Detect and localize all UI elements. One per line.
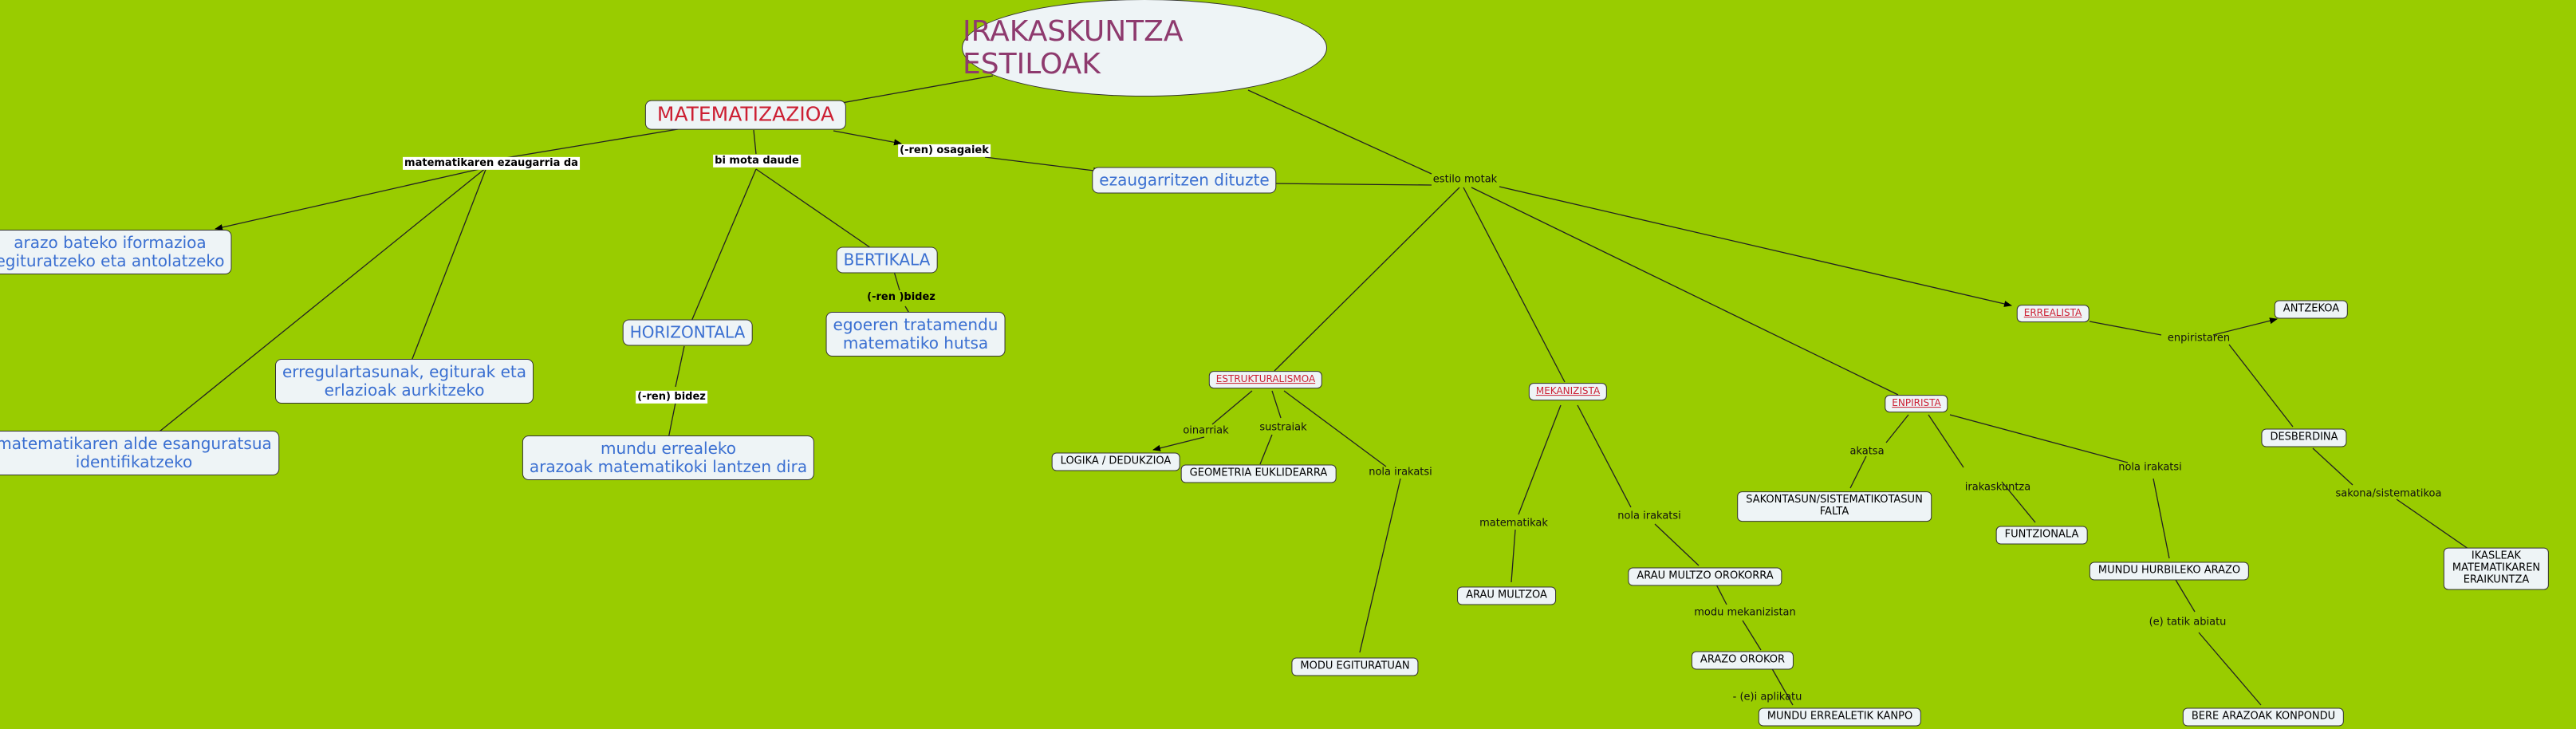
link-label-modu-mekanizistan: modu mekanizistan [1694,606,1796,619]
node-erregulartasunak[interactable]: erregulartasunak, egiturak eta erlazioak… [275,359,534,404]
node-estrukturalismoa[interactable]: ESTRUKTURALISMOA [1208,371,1323,388]
link-label-enpiristaren: enpiristaren [2167,332,2231,345]
node-mundu-hurbileko-arazo[interactable]: MUNDU HURBILEKO ARAZO [2089,562,2250,581]
node-bertikala[interactable]: BERTIKALA [836,246,938,274]
link-label-e-tatik-abiatu: (e) tatik abiatu [2149,616,2227,629]
node-mundu-errealeko[interactable]: mundu errealeko arazoak matematikoki lan… [522,435,815,480]
node-egoeren-tratamendu[interactable]: egoeren tratamendu matematiko hutsa [825,312,1006,357]
link-label-oinarriak: oinarriak [1183,424,1229,437]
node-mundu-errealetik-kanpo[interactable]: MUNDU ERREALETIK KANPO [1758,707,1922,727]
node-errealista[interactable]: ERREALISTA [2016,305,2090,322]
link-label-matematikak: matematikak [1479,517,1548,530]
link-label-nola-irakatsi-estrukturalismoa: nola irakatsi [1369,466,1432,479]
node-geometria-euklidearra[interactable]: GEOMETRIA EUKLIDEARRA [1180,464,1337,483]
node-arau-multzo-orokorra[interactable]: ARAU MULTZO OROKORRA [1628,567,1782,586]
node-ikasleak-matematikaren-eraikuntza[interactable]: IKASLEAK MATEMATIKAREN ERAIKUNTZA [2443,547,2550,590]
node-mekanizista[interactable]: MEKANIZISTA [1528,383,1608,400]
link-label-akatsa: akatsa [1849,445,1885,458]
node-matematikaren-alde[interactable]: matematikaren alde esanguratsua identifi… [0,431,279,475]
link-label-ren-bidez-bertikala: (-ren )bidez [867,290,935,303]
link-label-e-aplikatu: - (e)i aplikatu [1732,691,1802,703]
node-desberdina[interactable]: DESBERDINA [2261,428,2347,447]
node-bere-arazoak-konpondu[interactable]: BERE ARAZOAK KONPONDU [2182,707,2345,727]
link-label-ren-bidez-horizontala: (-ren) bidez [636,390,707,404]
node-arazo-orokor[interactable]: ARAZO OROKOR [1691,651,1794,670]
link-label-sustraiak: sustraiak [1259,421,1307,434]
link-label-matematikaren-ezaugarria: matematikaren ezaugarria da [403,156,580,171]
link-label-irakaskuntza: irakaskuntza [1964,481,2031,494]
node-sakontasun-falta[interactable]: SAKONTASUN/SISTEMATIKOTASUN FALTA [1737,491,1932,522]
link-label-bi-mota-daude: bi mota daude [713,154,801,168]
link-label-estilo-motak: estilo motak [1432,173,1498,186]
node-logika-dedukzioa[interactable]: LOGIKA / DEDUKZIOA [1051,452,1180,471]
node-matematizazioa[interactable]: MATEMATIZAZIOA [644,100,847,130]
link-label-sakona-sistematikoa: sakona/sistematikoa [2335,487,2442,500]
node-modu-egituratuan[interactable]: MODU EGITURATUAN [1291,657,1419,676]
node-horizontala[interactable]: HORIZONTALA [622,319,753,346]
node-arazo-bateko-informazioa[interactable]: arazo bateko iformazioa egituratzeko eta… [0,230,232,274]
link-label-nola-irakatsi-mekanizista: nola irakatsi [1617,510,1681,522]
link-label-nola-irakatsi-enpirista: nola irakatsi [2118,461,2182,474]
node-ezaugarritzen-dituzte[interactable]: ezaugarritzen dituzte [1092,167,1277,194]
node-enpirista[interactable]: ENPIRISTA [1885,395,1948,412]
title-node-irakaskuntza-estiloak[interactable]: IRAKASKUNTZA ESTILOAK [962,0,1327,97]
node-arau-multzoa[interactable]: ARAU MULTZOA [1457,586,1556,605]
link-label-ren-osagaiak: (-ren) osagaiek [898,144,991,158]
node-funtzionala[interactable]: FUNTZIONALA [1995,526,2088,545]
node-antzekoa[interactable]: ANTZEKOA [2274,300,2349,319]
